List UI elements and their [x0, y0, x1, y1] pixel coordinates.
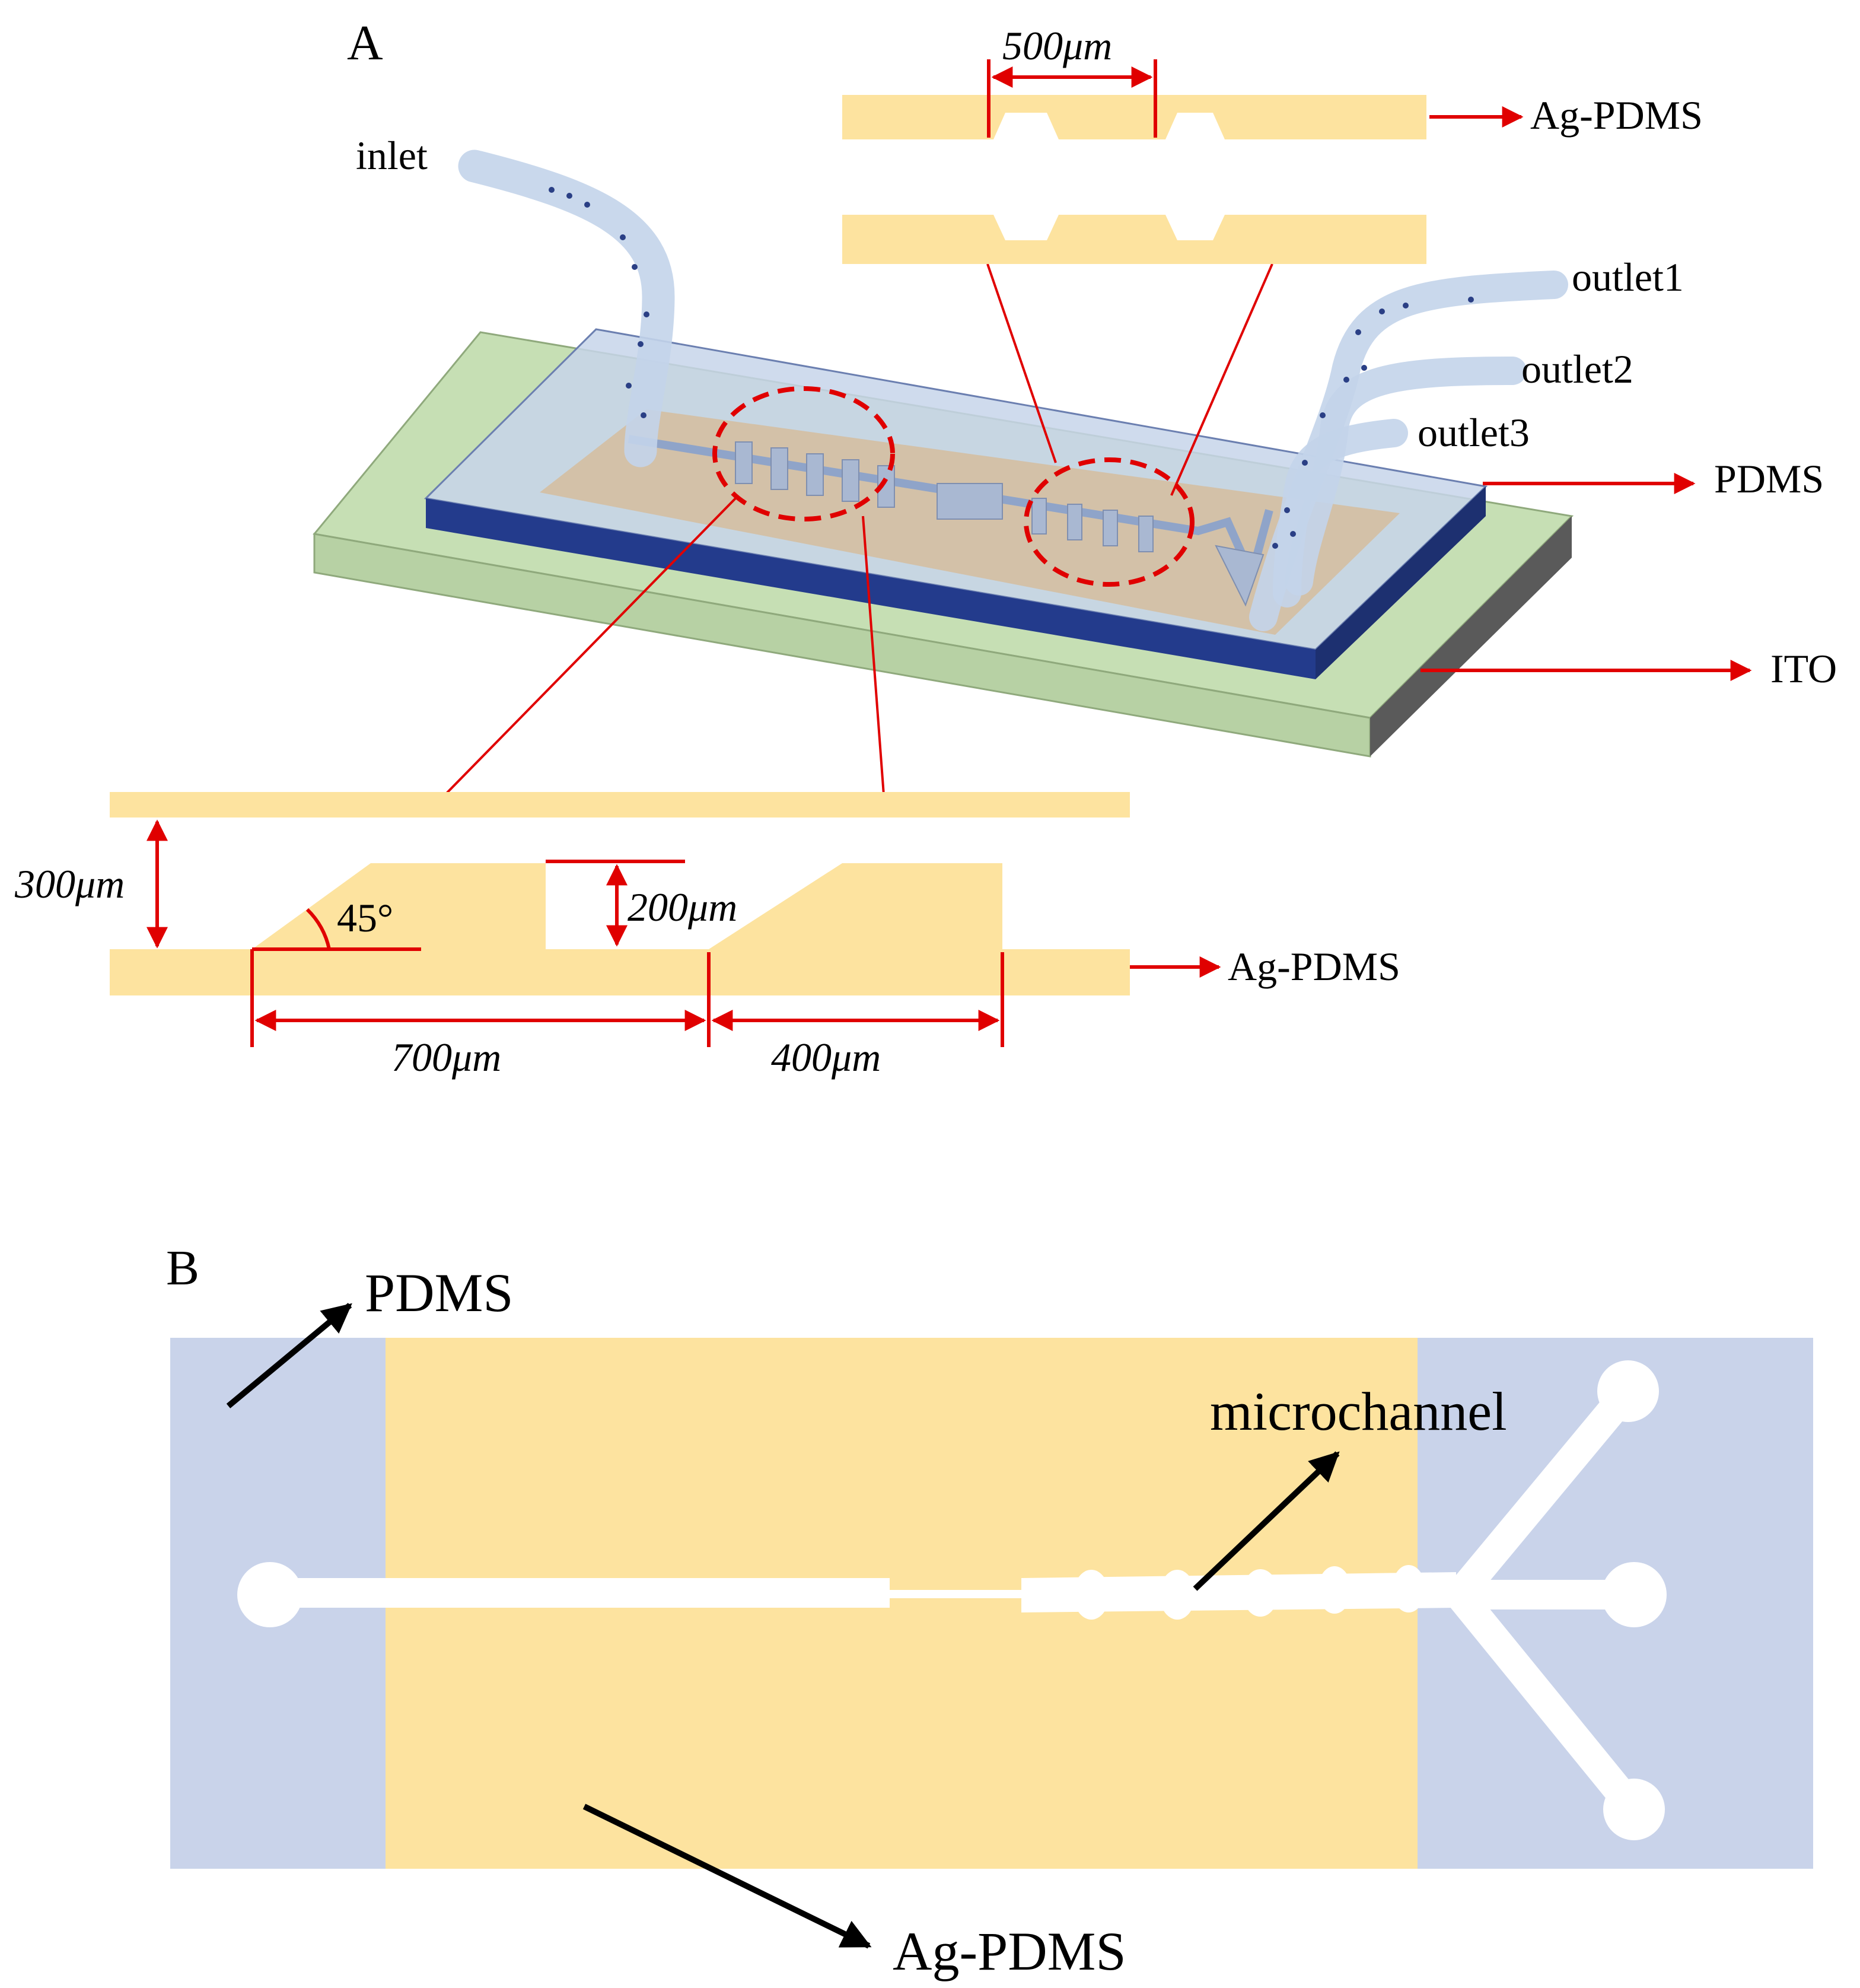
pdms-side: [1316, 486, 1486, 679]
channel-top-wall: [110, 792, 1130, 818]
ito-label: ITO: [1770, 646, 1837, 691]
panel-a-letter: A: [347, 15, 383, 71]
ag-pdms-b-label: Ag-PDMS: [893, 1921, 1126, 1981]
channel-ridges: [735, 441, 1154, 552]
dim-700-label: 700μm: [391, 1035, 501, 1080]
outlet-splitter: [1215, 545, 1265, 607]
angle-arc: [305, 908, 331, 950]
inlet-tube: [458, 150, 675, 467]
top-slab-upper: [842, 95, 1426, 139]
outlet3-tube: [1273, 419, 1408, 607]
pdms-label: PDMS: [1714, 456, 1824, 501]
electrode-area: [540, 409, 1400, 635]
particles: [549, 187, 1474, 549]
pdms-front: [426, 498, 1316, 679]
pdms-b-arrow: [226, 1303, 352, 1408]
ito-glass-side: [1370, 516, 1572, 756]
dim-200-label: 200μm: [628, 885, 737, 930]
leader-right-2: [1170, 263, 1273, 496]
leader-left-2: [862, 516, 885, 796]
dim-400-label: 400μm: [771, 1035, 881, 1080]
ag-pdms-bottom-label: Ag-PDMS: [1228, 944, 1400, 989]
top-view: PDMS microchannel Ag-PDMS: [170, 1262, 1813, 1981]
pdms-b-label: PDMS: [365, 1262, 514, 1323]
dim-500-label: 500μm: [1002, 23, 1112, 68]
panel-b-letter: B: [166, 1240, 199, 1296]
top-inset: 500μm Ag-PDMS: [842, 23, 1703, 264]
zoom-circle-left: [712, 386, 895, 521]
microchannel-shape: [237, 1360, 1667, 1840]
microchannel-arrow: [1193, 1451, 1340, 1591]
top-slab-lower: [842, 215, 1426, 264]
inlet-label: inlet: [356, 133, 428, 178]
zoom-circle-right: [1024, 457, 1195, 587]
leader-right-1: [986, 263, 1057, 463]
device-3d: [313, 150, 1574, 758]
channel-bottom-wall: [110, 863, 1130, 995]
outlet3-label: outlet3: [1418, 410, 1530, 455]
microchannel-label: microchannel: [1210, 1381, 1507, 1442]
ag-pdms-top-label: Ag-PDMS: [1530, 93, 1703, 138]
outlet2-tube: [1285, 357, 1527, 596]
ag-pdms-b-arrow: [582, 1803, 872, 1949]
angle-label: 45°: [337, 895, 393, 940]
dim-300-label: 300μm: [14, 861, 125, 906]
outlet1-label: outlet1: [1572, 255, 1684, 300]
outlet2-label: outlet2: [1521, 346, 1633, 392]
leader-left-1: [444, 494, 740, 796]
bottom-inset: 300μm 200μm 45° 700μm 400μm Ag-PDMS: [14, 792, 1400, 1080]
